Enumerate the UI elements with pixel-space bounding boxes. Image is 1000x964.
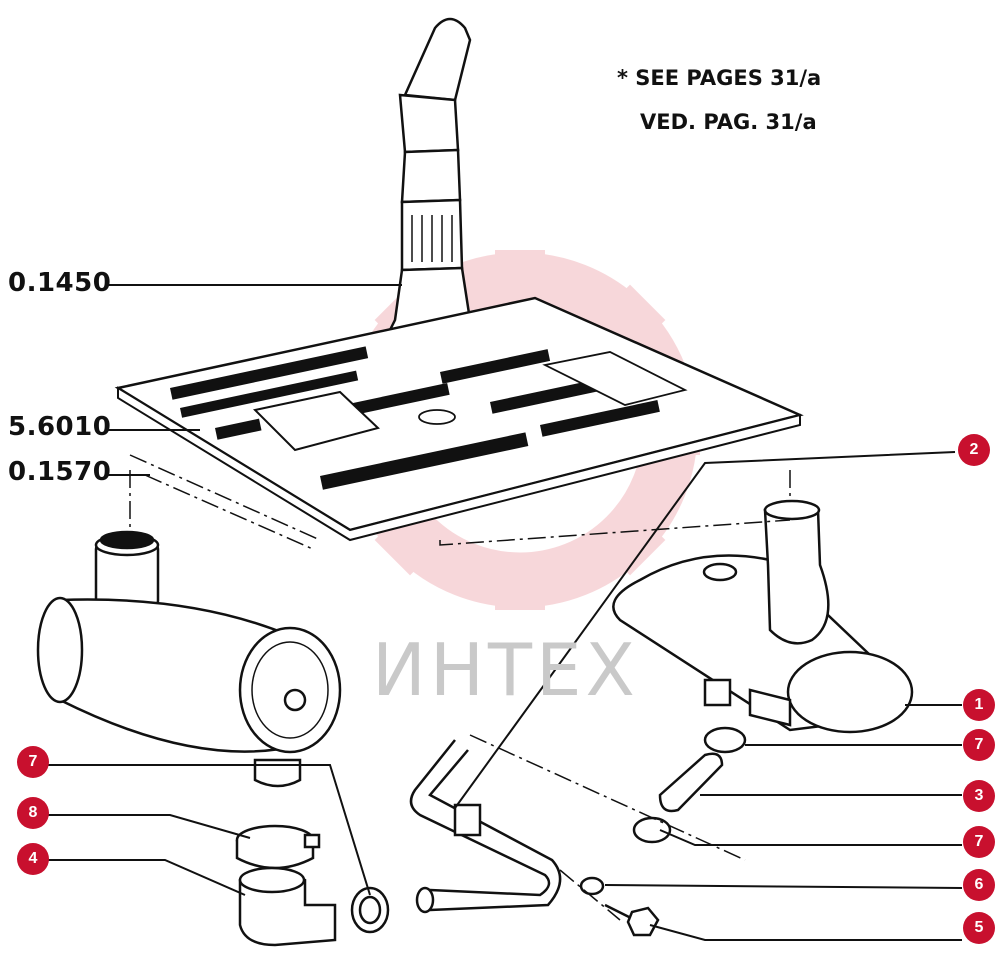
- callout-marker-8: 8: [17, 797, 49, 829]
- hose-clamp-7-upper: [703, 726, 747, 754]
- part-code-0-1570: 0.1570: [8, 457, 112, 487]
- hose-clamp-8: [235, 824, 321, 870]
- exhaust-pipe: [409, 739, 562, 914]
- callout-marker-3: 3: [963, 780, 995, 812]
- assembly-centerlines: [129, 454, 791, 921]
- ved-pag-note: VED. PAG. 31/a: [640, 110, 817, 134]
- see-pages-note: * SEE PAGES 31/a: [617, 66, 822, 90]
- callout-marker-7-left: 7: [17, 746, 49, 778]
- leader-lines: [48, 284, 963, 941]
- part-code-0-1450: 0.1450: [8, 268, 112, 298]
- callout-marker-1: 1: [963, 689, 995, 721]
- hood-panel: [114, 296, 804, 542]
- callout-marker-4: 4: [17, 843, 49, 875]
- washer-6: [579, 876, 605, 896]
- callout-marker-7-right-lower: 7: [963, 826, 995, 858]
- hose-clamp-7-left: [350, 886, 390, 934]
- elbow-hose-4: [238, 866, 337, 947]
- watermark-text: ИНТЕХ: [372, 628, 639, 712]
- silencer-muffler: [612, 499, 914, 734]
- flexible-hose-3: [658, 752, 724, 813]
- callout-marker-5: 5: [963, 912, 995, 944]
- callout-marker-6: 6: [963, 869, 995, 901]
- callout-marker-2: 2: [958, 434, 990, 466]
- callout-marker-7-right-upper: 7: [963, 729, 995, 761]
- bolt-5: [604, 903, 660, 937]
- air-filter-housing: [36, 530, 342, 788]
- hose-clamp-7-lower: [632, 816, 672, 844]
- part-code-5-6010: 5.6010: [8, 412, 112, 442]
